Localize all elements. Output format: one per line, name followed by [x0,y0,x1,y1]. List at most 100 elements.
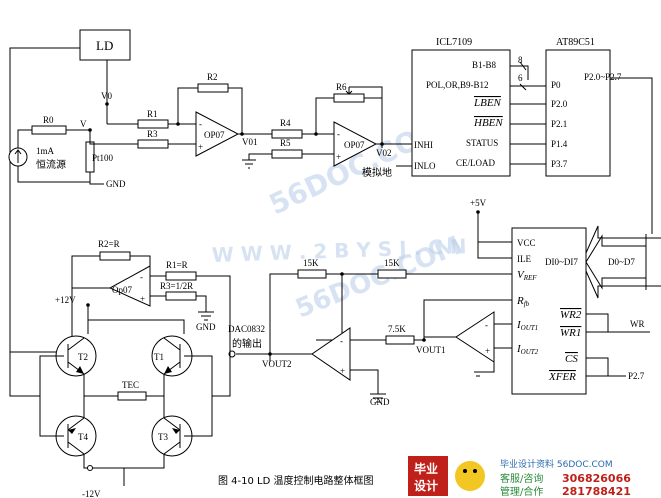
pt100-gnd-wire [89,172,104,185]
bridge-drive-wires [9,352,231,397]
icl-pin-status: STATUS [466,138,498,148]
dac-pin-rfb: Rfb [516,295,530,308]
r1-resistor [137,119,169,129]
op07-2-symbol [333,121,378,167]
op1-minus: - [199,119,202,129]
current-source-label: 恒流源 [36,158,66,171]
dac-pin-di: DI0~DI7 [545,257,578,267]
analog-ground-label: 模拟地 [362,166,392,179]
t3-symbol [163,417,196,455]
at-pin-p2x: P2.0~P2.7 [584,72,622,82]
op3-out-wire [71,287,110,352]
op1-plus: + [198,142,203,152]
dac-pin-wr2: WR2 [560,309,582,321]
r3-label: R3 [147,129,158,139]
r1r-right-wire [196,275,231,354]
v0-label: V0 [101,91,112,101]
icl-pin-b1b8: B1-B8 [472,60,497,70]
dac-output-label: 的输出 [232,337,262,350]
control-wires [510,103,546,165]
op2-plus: + [336,152,341,162]
dac-pin-xfer: XFER [548,371,576,383]
icl-pin-pol: POL,OR,B9-B12 [426,80,489,90]
op2-minus: - [337,129,340,139]
qq-eye-left [463,469,467,473]
at-pin-p21: P2.1 [551,119,567,129]
at89c51-title: AT89C51 [556,37,595,48]
dac-op2-plus: + [340,366,345,376]
bridge-bottom-wires [83,396,165,486]
r15k-b-resistor [377,269,407,279]
gnd3-label: GND [370,397,390,407]
vout2-label: VOUT2 [262,359,292,369]
icl7109-title: ICL7109 [436,37,472,48]
dac-pin-wr1: WR1 [560,327,581,339]
vout2-node [268,352,272,356]
op3-minus-wire [149,275,166,278]
vcc-ile-wire [477,212,512,259]
pt100-label: Pt100 [92,153,114,163]
r0-label: R0 [43,115,54,125]
r15k-a-right-wire [316,273,343,341]
dac-pin-vcc: VCC [517,238,536,248]
r2-label: R2 [207,72,218,82]
t1-symbol [163,337,196,375]
bus-6-label: 6 [518,73,523,83]
r75k-resistor [385,335,415,345]
banner-kefu: 客服/咨询 [500,472,543,485]
r2-left-wire [177,87,198,124]
banner-logo-bottom: 设计 [414,478,438,493]
minus12v-label: -12V [82,489,101,498]
r75k-label: 7.5K [388,324,406,334]
qq-eye-right [473,469,477,473]
r5-label: R5 [280,138,291,148]
r6-left-wire [315,97,334,134]
at-pin-p0: P0 [551,80,561,90]
data-bus-arrow-inner [585,234,647,290]
r1r-label: R1=R [166,260,188,270]
icl-pin-inlo: INLO [414,161,436,171]
ld-label: LD [96,38,113,53]
plus12v-label: +12V [55,295,76,305]
at-pin-p20: P2.0 [551,99,568,109]
r15k-a-left-wire [269,273,298,362]
current-source-arrow [14,149,22,163]
banner-logo-top: 毕业 [414,461,438,476]
banner-qq2: 281788421 [562,485,631,498]
v02-node [380,142,384,146]
plus5v-label: +5V [470,198,487,208]
r2-right-wire [228,87,243,134]
r1r-resistor [165,271,197,281]
v01-label: V01 [242,137,258,147]
r6-label: R6 [336,82,347,92]
at89c51-block [545,49,611,177]
r5-resistor [271,149,303,159]
r15k-b-label: 15K [384,258,400,268]
v0-node [105,102,109,106]
r1-label: R1 [147,109,158,119]
dac0832-label: DAC0832 [228,324,265,334]
v01-node [240,132,244,136]
qq-penguin-icon [455,461,485,491]
v02-label: V02 [376,148,392,158]
banner-site: 毕业设计资料 56DOC.COM [500,458,613,470]
r2-resistor [197,83,229,93]
dac-op2-minus: - [340,336,343,346]
d0d7-label: D0~D7 [608,257,635,267]
minus12v-terminal [87,465,93,471]
dac-pin-iout1: IOUT1 [516,319,538,332]
t2-arrow [76,366,84,374]
wr-label: WR [630,319,645,329]
bus-slash-marks [519,61,527,91]
r3-resistor [137,139,169,149]
gnd1-label: GND [106,179,126,189]
r3half-resistor [165,291,197,301]
r4-resistor [271,129,303,139]
dac-op1-minus: - [485,320,488,330]
icl-pin-ceload: CE/LOAD [456,158,495,168]
banner-logo [408,456,448,496]
current-source-value: 1mA [36,146,55,156]
ad-banner: 毕业 设计 毕业设计资料 56DOC.COM 客服/咨询 306826066 管… [408,456,631,498]
icl7109-block [411,49,511,177]
dac-op2-gnd-wire [350,369,379,394]
